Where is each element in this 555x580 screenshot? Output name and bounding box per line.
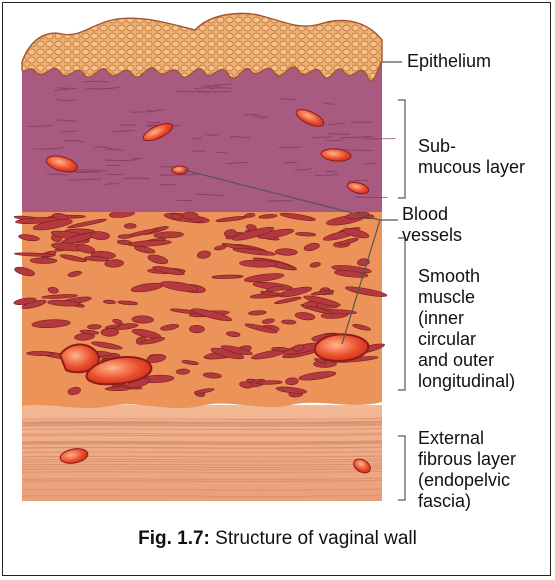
muscle-fibre	[105, 387, 130, 391]
submucous-fibre	[193, 151, 206, 152]
label-blood-vessels: Blood vessels	[402, 204, 462, 246]
fibrous-bracket	[398, 436, 405, 500]
epithelium-layer	[22, 13, 382, 80]
muscle-fibre	[281, 320, 296, 325]
submucous-fibre	[57, 88, 78, 89]
figure-number: Fig. 1.7:	[138, 528, 210, 549]
submucous-fibre	[131, 158, 143, 159]
submucous-fibre	[279, 147, 303, 148]
muscle-fibre	[101, 328, 119, 336]
muscle-fibre	[256, 380, 282, 384]
muscle-fibre	[124, 224, 136, 229]
caption-text: Structure of vaginal wall	[210, 528, 417, 549]
muscle-fibre	[30, 258, 57, 264]
muscle-fibre	[27, 351, 54, 356]
muscle-fibre	[189, 325, 204, 333]
smooth-muscle-bracket	[398, 238, 405, 390]
submucous-bracket	[398, 100, 405, 198]
label-fibrous-layer: External fibrous layer (endopelvic fasci…	[418, 428, 516, 512]
muscle-fibre	[87, 324, 101, 329]
submucous-fibre	[267, 201, 293, 202]
vessel	[315, 334, 369, 361]
label-smooth-muscle: Smooth muscle (inner circular and outer …	[418, 266, 515, 392]
label-submucous: Sub- mucous layer	[418, 136, 525, 178]
figure-caption: Fig. 1.7: Structure of vaginal wall	[0, 528, 555, 550]
label-epithelium: Epithelium	[407, 51, 491, 72]
muscle-fibre	[176, 369, 190, 375]
